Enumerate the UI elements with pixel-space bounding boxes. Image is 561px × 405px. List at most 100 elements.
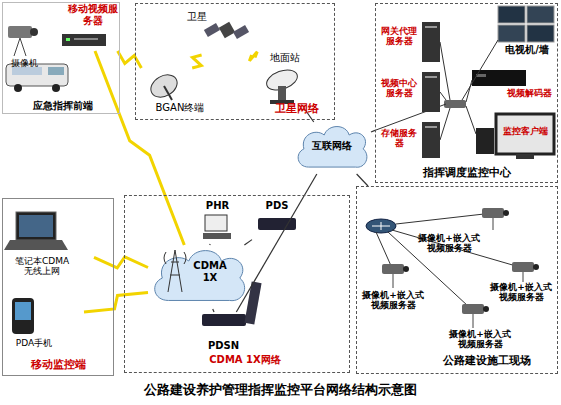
device-node: PDSN bbox=[196, 312, 251, 356]
node-label: 网关代理服务器 bbox=[380, 26, 418, 47]
router-icon bbox=[372, 222, 390, 230]
wireless-link bbox=[94, 257, 148, 268]
pdsn-box-icon bbox=[244, 281, 261, 324]
router-icon bbox=[396, 214, 484, 224]
network-link bbox=[209, 244, 211, 245]
server-rack-icon bbox=[422, 122, 440, 158]
node-label: 互联网络 bbox=[297, 140, 367, 152]
node-label: 移动视频服务器 bbox=[68, 3, 118, 26]
network-cloud: 互联网络 bbox=[293, 122, 371, 174]
wireless-link bbox=[95, 51, 184, 245]
caption: 公路建设养护管理指挥监控平台网络结构示意图 bbox=[0, 381, 561, 399]
laptop-icon bbox=[4, 240, 68, 250]
monitor-icon bbox=[476, 114, 554, 159]
node-label: PDSN bbox=[196, 340, 251, 352]
pc-icon bbox=[205, 215, 227, 231]
server-node: 存储服务器 bbox=[380, 120, 444, 162]
server-icon bbox=[62, 34, 106, 46]
camera-node: 摄像机+嵌入式视频服务器 bbox=[358, 262, 458, 314]
camera-icon bbox=[393, 274, 394, 288]
laptop-icon bbox=[16, 212, 56, 240]
monitor-icon bbox=[476, 128, 494, 154]
switch-icon bbox=[466, 106, 476, 134]
wireless-link bbox=[84, 293, 148, 312]
switch-icon bbox=[376, 40, 498, 140]
server-node: 网关代理服务器 bbox=[380, 18, 444, 66]
network-link bbox=[213, 309, 214, 312]
camera-icon bbox=[382, 264, 404, 274]
node-label: 存储服务器 bbox=[380, 128, 418, 149]
router-icon bbox=[376, 232, 392, 268]
pdsn-box-icon bbox=[202, 314, 246, 326]
bgan-terminal-icon bbox=[147, 70, 181, 101]
node-label: 摄像机 bbox=[2, 58, 46, 68]
camera-icon bbox=[20, 38, 26, 56]
cell-tower-icon bbox=[171, 262, 179, 263]
node-label: 监控客户端 bbox=[500, 126, 550, 136]
group-box: 卫星网络 卫星 BGAN终端 地面站 bbox=[135, 3, 335, 120]
camera-icon bbox=[30, 28, 38, 36]
device-node: 视频解码器 bbox=[468, 62, 556, 108]
bgan-terminal-icon bbox=[147, 70, 181, 101]
network-cloud: CDMA 1X bbox=[148, 245, 250, 309]
switch-icon bbox=[376, 40, 498, 140]
node-label: 摄像机+嵌入式视频服务器 bbox=[362, 290, 424, 311]
cell-tower-icon bbox=[168, 250, 175, 292]
pc-icon bbox=[203, 233, 231, 239]
node-label: 视频解码器 bbox=[504, 88, 554, 98]
node-label: PDA手机 bbox=[4, 338, 64, 348]
server-node: 视频中心服务器 bbox=[380, 70, 444, 116]
group-box: CDMA 1X网络 CDMA 1X PHR PDS PDSN bbox=[124, 195, 350, 373]
device-node: 地面站 bbox=[255, 52, 315, 110]
node-label: 摄像机+嵌入式视频服务器 bbox=[490, 282, 552, 303]
router-icon bbox=[392, 230, 516, 266]
server-icon bbox=[62, 34, 106, 46]
van-icon bbox=[52, 84, 60, 92]
switch-icon bbox=[444, 100, 466, 108]
tv-wall-icon bbox=[498, 6, 525, 23]
satellite-icon bbox=[204, 23, 220, 37]
cell-tower-icon bbox=[175, 250, 182, 292]
node-label: 卫星 bbox=[182, 11, 212, 23]
wireless-link bbox=[192, 55, 201, 68]
satellite-icon bbox=[204, 22, 249, 39]
node-label: CDMA 1X bbox=[190, 260, 230, 283]
camera-icon bbox=[482, 208, 504, 218]
device-node: BGAN终端 bbox=[140, 68, 210, 116]
camera-icon bbox=[503, 210, 509, 216]
node-label: 摄像机+嵌入式视频服务器 bbox=[449, 329, 511, 350]
node-label: PDS bbox=[252, 200, 302, 212]
camera-icon bbox=[512, 262, 534, 272]
monitor-icon bbox=[516, 154, 534, 159]
laptop-icon bbox=[19, 215, 53, 237]
node-label: 公路建设施工现场 bbox=[427, 355, 547, 368]
bgan-terminal-icon bbox=[164, 86, 172, 100]
camera-icon bbox=[8, 26, 38, 56]
node-label: 视频中心服务器 bbox=[380, 78, 418, 99]
node-label: 指挥调度监控中心 bbox=[392, 167, 542, 180]
satellite-icon bbox=[219, 22, 235, 38]
server-rack-icon bbox=[422, 22, 440, 158]
network-link bbox=[244, 240, 252, 245]
camera-icon bbox=[523, 272, 524, 282]
server-icon bbox=[74, 38, 98, 40]
camera-icon bbox=[473, 314, 474, 328]
group-box: 移动监控端笔记本CDMA无线上网PDA手机 bbox=[2, 198, 114, 376]
device-node: PHR bbox=[195, 200, 240, 244]
switch-icon bbox=[376, 104, 446, 130]
node-label: 地面站 bbox=[260, 52, 310, 64]
van-icon bbox=[6, 64, 68, 92]
cell-tower-icon bbox=[164, 250, 186, 292]
decoder-icon bbox=[472, 70, 526, 86]
tv-wall-icon bbox=[498, 6, 554, 42]
node-label: CDMA 1X网络 bbox=[195, 354, 295, 366]
node-label: 卫星网络 bbox=[262, 103, 332, 116]
camera-icon bbox=[533, 264, 539, 270]
camera-node: 摄像机+嵌入式视频服务器 bbox=[445, 305, 555, 353]
server-rack-icon bbox=[425, 126, 437, 128]
device-node: 监控客户端 bbox=[468, 112, 556, 162]
tv-wall-icon bbox=[527, 25, 554, 42]
node-label: 笔记本CDMA无线上网 bbox=[12, 256, 72, 277]
camera-icon bbox=[8, 26, 32, 38]
camera-node: 摄像机+嵌入式视频服务器 bbox=[462, 258, 556, 304]
